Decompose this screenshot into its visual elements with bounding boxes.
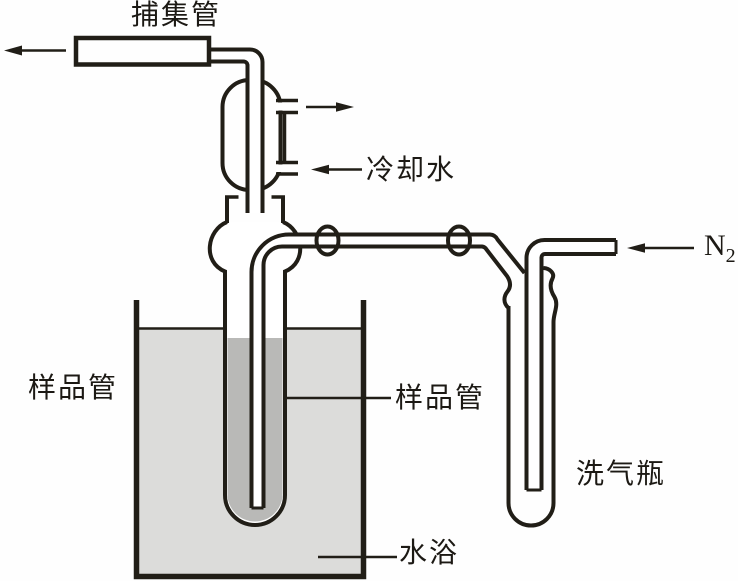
bottle-body bbox=[506, 266, 559, 528]
dip-tube-bore bbox=[526, 240, 616, 490]
bottle-arm-lower bbox=[466, 244, 513, 310]
water-bath-label: 水浴 bbox=[399, 538, 460, 569]
n2-inlet-arrowhead bbox=[627, 243, 645, 253]
ball-joint bbox=[314, 224, 341, 257]
beaker-walls bbox=[133, 300, 367, 580]
sample-tube-label-left: 样品管 bbox=[28, 373, 119, 404]
cooling-water-in-arrowhead bbox=[311, 164, 329, 175]
cooling-water-label: 冷却水 bbox=[366, 155, 457, 186]
n2-label-sub: 2 bbox=[725, 245, 736, 267]
n2-label-base: N bbox=[704, 229, 726, 262]
trap-tube-label: 捕集管 bbox=[131, 0, 222, 31]
dip-tube-inner-wall bbox=[539, 252, 616, 490]
trap-outlet-arrowhead bbox=[4, 45, 22, 56]
dip-tube-outer-wall bbox=[524, 238, 616, 490]
condenser bbox=[209, 47, 298, 213]
sample-tube-label-mid: 样品管 bbox=[395, 383, 486, 414]
carrier-gas-tube bbox=[249, 224, 527, 510]
ball-joint bbox=[446, 224, 472, 257]
bulb-and-tube-outline bbox=[207, 220, 303, 527]
n2-label: N2 bbox=[704, 229, 736, 267]
center-tube-outer-wall bbox=[209, 47, 265, 213]
gas-washing-bottle-label: 洗气瓶 bbox=[576, 459, 667, 490]
annotations bbox=[4, 45, 694, 559]
inner-delivery-tube-wall bbox=[249, 232, 472, 508]
center-tube-inner-wall bbox=[209, 59, 250, 213]
bottle-arm-upper bbox=[466, 232, 527, 275]
gas-washing-bottle bbox=[506, 238, 618, 528]
trap-tube bbox=[73, 35, 212, 67]
inner-delivery-tube-wall bbox=[261, 244, 472, 508]
water-out-port-bore bbox=[276, 102, 298, 111]
water-out-arrowhead bbox=[336, 102, 354, 112]
water-in-port-bore bbox=[276, 164, 298, 172]
